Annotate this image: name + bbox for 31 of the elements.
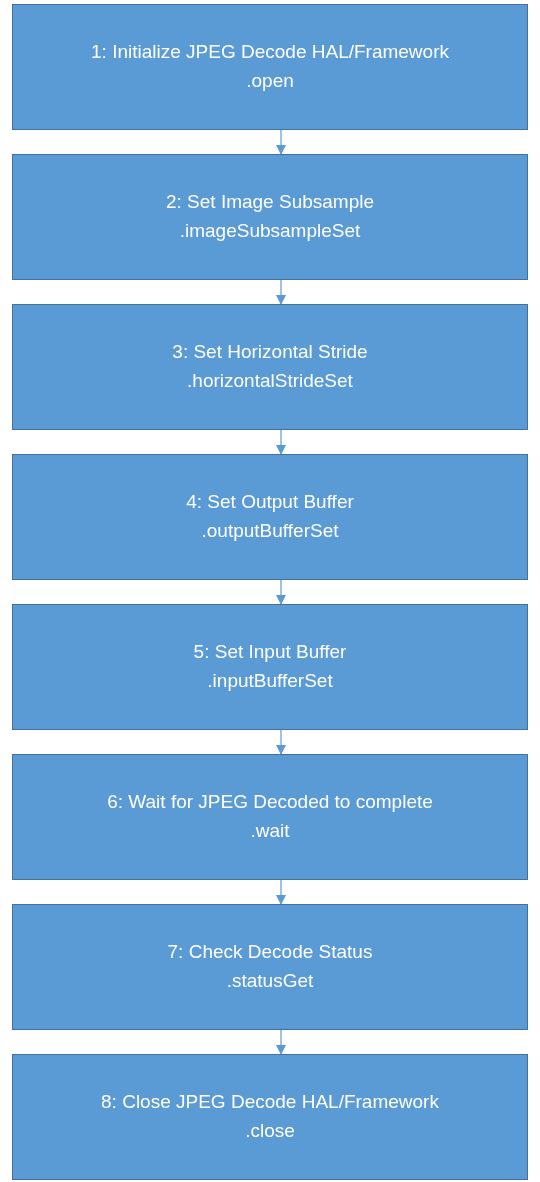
- arrow: [276, 879, 286, 905]
- method-name: .horizontalStrideSet: [187, 369, 353, 393]
- step-title: 5: Set Input Buffer: [193, 640, 347, 665]
- step-title: 8: Close JPEG Decode HAL/Framework: [101, 1090, 439, 1115]
- arrow: [276, 129, 286, 155]
- process-box: [12, 4, 528, 130]
- arrow: [276, 279, 286, 305]
- process-box: [12, 154, 528, 280]
- step-title: 2: Set Image Subsample: [165, 190, 375, 215]
- method-name: .open: [246, 69, 294, 93]
- method-name: .statusGet: [226, 969, 314, 993]
- method-name: .close: [245, 1119, 295, 1143]
- process-box: [12, 1054, 528, 1180]
- method-name: .outputBufferSet: [201, 519, 339, 543]
- process-box: [12, 454, 528, 580]
- process-box: [12, 604, 528, 730]
- method-name: .wait: [250, 819, 290, 843]
- arrow: [276, 729, 286, 755]
- method-name: .imageSubsampleSet: [179, 219, 361, 243]
- process-box: [12, 904, 528, 1030]
- arrow: [276, 429, 286, 455]
- step-title: 7: Check Decode Status: [167, 940, 373, 965]
- step-title: 4: Set Output Buffer: [186, 490, 354, 515]
- process-box: [12, 304, 528, 430]
- method-name: .inputBufferSet: [207, 669, 333, 693]
- step-title: 3: Set Horizontal Stride: [172, 340, 368, 365]
- process-box: [12, 754, 528, 880]
- step-title: 1: Initialize JPEG Decode HAL/Framework: [91, 40, 449, 65]
- arrow: [276, 1029, 286, 1055]
- arrow: [276, 579, 286, 605]
- step-title: 6: Wait for JPEG Decoded to complete: [107, 790, 433, 815]
